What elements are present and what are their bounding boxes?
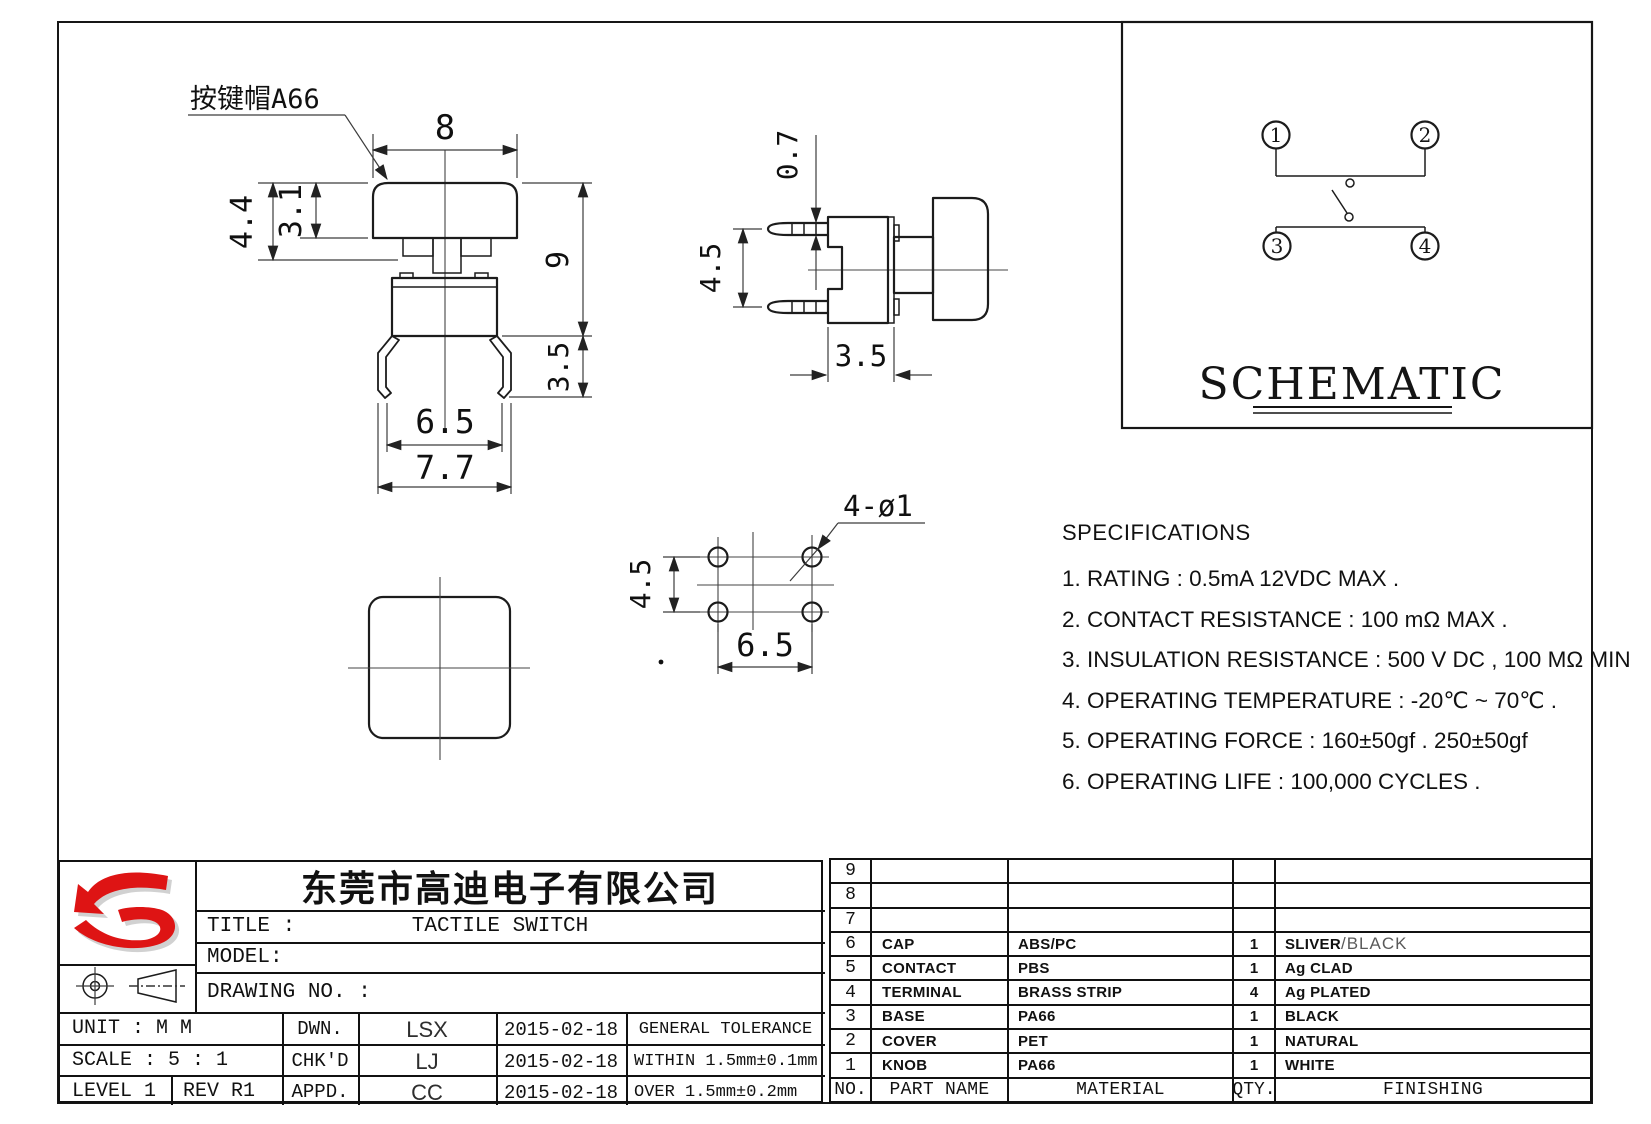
- front-dim-6-5: 6.5: [415, 402, 475, 441]
- side-dim-4-5: 4.5: [694, 243, 727, 294]
- scale-row: SCALE : 5 : 1: [72, 1049, 229, 1072]
- specifications-title: SPECIFICATIONS: [1062, 520, 1251, 545]
- appd-label: APPD.: [291, 1081, 349, 1103]
- spec-item: 4. OPERATING TEMPERATURE : -20℃ ~ 70℃ .: [1062, 687, 1558, 713]
- title-value: TACTILE SWITCH: [411, 915, 589, 938]
- dwn-value: LSX: [406, 1017, 448, 1042]
- dwn-label: DWN.: [297, 1018, 343, 1040]
- appd-date: 2015-02-18: [503, 1082, 619, 1104]
- table-row: 6 CAP ABS/PC 1 SLIVER /BLACK: [831, 930, 1590, 956]
- chkd-value: LJ: [415, 1049, 439, 1074]
- pcb-layout-view: 4.5 6.5 4-ø1: [624, 489, 925, 674]
- spec-item: 1. RATING : 0.5mA 12VDC MAX .: [1062, 566, 1400, 591]
- general-tolerance-label: GENERAL TOLERANCE: [638, 1020, 813, 1039]
- cap-label: 按键帽A66: [190, 84, 320, 115]
- chkd-label: CHK'D: [291, 1050, 349, 1072]
- side-dim-3-5: 3.5: [835, 339, 887, 373]
- front-view: 8 4.4 3.1 9 3.5 6.5 7.7 按键帽A66: [188, 84, 592, 494]
- front-dim-7-7: 7.7: [415, 448, 475, 487]
- spec-item: 3. INSULATION RESISTANCE : 500 V DC , 10…: [1062, 647, 1631, 672]
- table-row: 3 BASE PA66 1 BLACK: [831, 1003, 1590, 1029]
- front-dim-8: 8: [435, 108, 455, 148]
- company-name: 东莞市高迪电子有限公司: [300, 868, 719, 909]
- title-label: TITLE :: [207, 915, 296, 938]
- front-dim-3-1: 3.1: [274, 184, 309, 238]
- front-dim-4-4: 4.4: [225, 195, 260, 249]
- parts-table: 9 8 7 6 CAP ABS/PC 1 SLIVER /BLACK 5 CON…: [829, 858, 1592, 1103]
- unit-row: UNIT : M M: [72, 1017, 193, 1040]
- spec-item: 5. OPERATING FORCE : 160±50gf . 250±50gf: [1062, 728, 1528, 753]
- rev-value: REV R1: [183, 1080, 256, 1103]
- appd-value: CC: [411, 1080, 443, 1105]
- schematic-pin-3: 3: [1271, 234, 1284, 258]
- projection-symbols: [76, 967, 185, 1005]
- title-block: 东莞市高迪电子有限公司 TITLE : TACTILE SWITCH MODEL…: [58, 860, 825, 1105]
- schematic-pin-1: 1: [1270, 123, 1283, 147]
- schematic: 1 2 3 4 SCHEMATIC: [1120, 20, 1594, 430]
- model-label: MODEL:: [207, 946, 283, 969]
- tolerance-over: OVER 1.5mm±0.2mm: [634, 1083, 798, 1102]
- pcb-hole-label: 4-ø1: [843, 489, 913, 523]
- table-row: 7: [831, 906, 1590, 931]
- side-view: 0.7 4.5 3.5: [694, 130, 1008, 382]
- schematic-pin-4: 4: [1419, 234, 1432, 258]
- table-row: 8: [831, 882, 1590, 907]
- tolerance-within: WITHIN 1.5mm±0.1mm: [634, 1052, 818, 1071]
- drawing-no-label: DRAWING NO. :: [207, 981, 371, 1004]
- front-dim-9: 9: [541, 251, 576, 269]
- table-row: 9: [831, 860, 1590, 883]
- level-value: LEVEL 1: [72, 1080, 157, 1103]
- pcb-dim-4-5: 4.5: [624, 559, 657, 610]
- spec-item: 2. CONTACT RESISTANCE : 100 mΩ MAX .: [1062, 606, 1508, 632]
- table-row: 5 CONTACT PBS 1 Ag CLAD: [831, 955, 1590, 980]
- side-dim-0-7: 0.7: [771, 130, 804, 181]
- spec-item: 6. OPERATING LIFE : 100,000 CYCLES .: [1062, 768, 1481, 794]
- drawing-frame: [57, 21, 1593, 1104]
- pcb-dim-6-5: 6.5: [736, 626, 794, 664]
- table-header-row: NO. PART NAME MATERIAL QTY. FINISHING: [831, 1076, 1590, 1101]
- company-logo: [74, 872, 180, 953]
- table-row: 1 KNOB PA66 1 WHITE: [831, 1052, 1590, 1077]
- table-row: 4 TERMINAL BRASS STRIP 4 Ag PLATED: [831, 979, 1590, 1004]
- schematic-pin-2: 2: [1419, 123, 1432, 147]
- front-dim-3-5: 3.5: [542, 342, 575, 393]
- top-view: [348, 577, 530, 760]
- table-row: 2 COVER PET 1 NATURAL: [831, 1028, 1590, 1053]
- chkd-date: 2015-02-18: [503, 1051, 619, 1073]
- specifications: SPECIFICATIONS 1. RATING : 0.5mA 12VDC M…: [1062, 520, 1631, 802]
- dwn-date: 2015-02-18: [503, 1019, 619, 1041]
- schematic-title: SCHEMATIC: [1198, 359, 1505, 410]
